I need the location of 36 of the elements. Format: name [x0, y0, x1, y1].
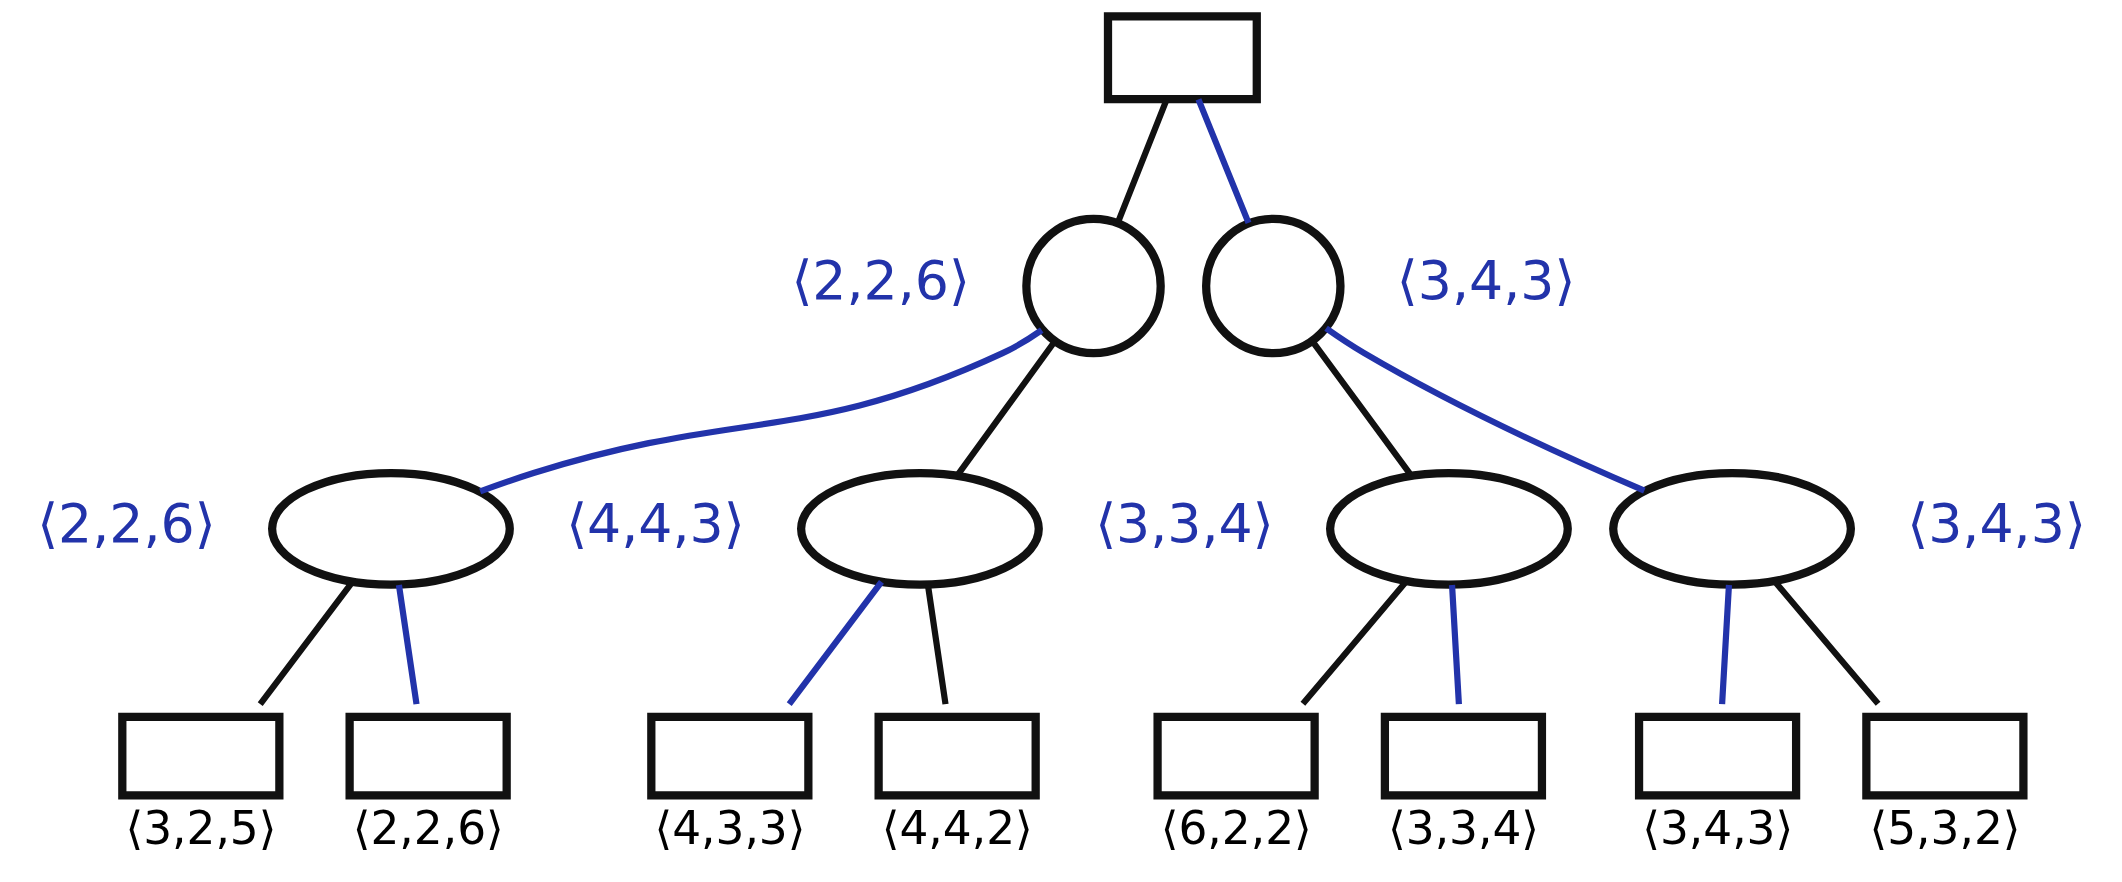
node-label: ⟨2,2,6⟩	[36, 491, 216, 555]
node-box	[1380, 712, 1546, 800]
connector	[478, 327, 1043, 495]
node-label: ⟨2,2,6⟩	[352, 802, 504, 856]
connector	[786, 580, 884, 707]
node-label: ⟨3,2,5⟩	[124, 802, 277, 856]
node-label: ⟨3,3,4⟩	[1387, 802, 1539, 856]
node-label: ⟨3,4,3⟩	[1396, 249, 1575, 313]
node-label: ⟨4,4,3⟩	[565, 491, 745, 555]
node-box	[1103, 12, 1261, 104]
node-box	[345, 712, 511, 800]
node-label: ⟨5,3,2⟩	[1868, 802, 2021, 856]
node-label: ⟨2,2,6⟩	[790, 249, 970, 313]
connector	[1718, 584, 1732, 705]
node-label: ⟨6,2,2⟩	[1160, 802, 1312, 856]
connector	[1448, 584, 1462, 705]
connector	[1195, 98, 1251, 224]
connector	[1323, 325, 1646, 494]
connector	[395, 584, 420, 705]
node-ellipse	[796, 468, 1043, 589]
node-label: ⟨4,4,2⟩	[881, 802, 1033, 856]
node-box	[646, 712, 812, 800]
node-label: ⟨3,4,3⟩	[1641, 802, 1793, 856]
node-ellipse	[267, 468, 514, 589]
node-box	[1861, 712, 2028, 800]
node-box	[117, 712, 283, 800]
node-label: ⟨3,4,3⟩	[1906, 491, 2086, 555]
node-label: ⟨4,3,3⟩	[653, 802, 806, 856]
node-box	[1634, 712, 1800, 800]
node-ellipse	[1325, 468, 1572, 589]
node-ellipse	[1608, 468, 1855, 589]
node-box	[1152, 712, 1319, 800]
node-label: ⟨3,3,4⟩	[1094, 491, 1274, 555]
node-box	[874, 712, 1040, 800]
node-circle	[1021, 214, 1165, 358]
node-circle	[1201, 214, 1345, 358]
